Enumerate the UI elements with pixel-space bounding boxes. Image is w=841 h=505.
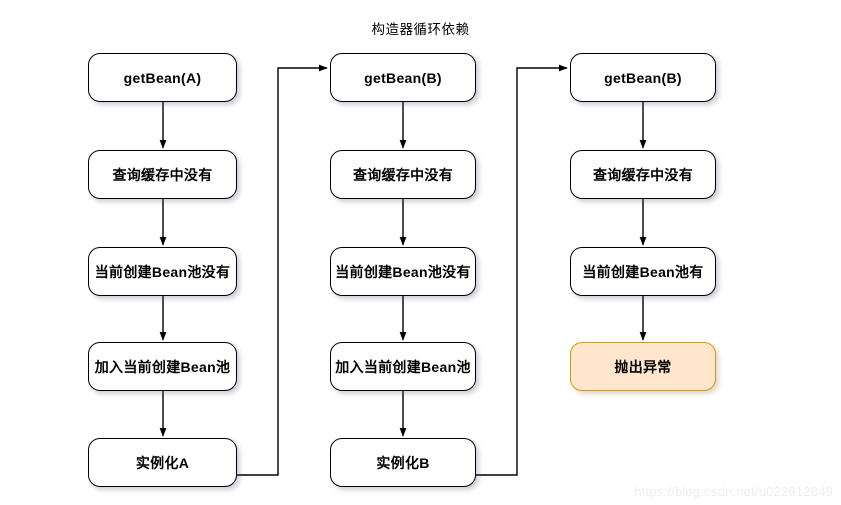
flow-node-label: 查询缓存中没有 <box>112 166 213 183</box>
flow-node-label: 当前创建Bean池有 <box>582 263 704 280</box>
flow-node-a3[interactable]: 当前创建Bean池没有 <box>88 247 237 296</box>
flow-node-c4[interactable]: 抛出异常 <box>570 342 716 391</box>
flow-node-label: 当前创建Bean池没有 <box>335 263 471 280</box>
flow-node-a5[interactable]: 实例化A <box>88 438 237 487</box>
flow-node-c1[interactable]: getBean(B) <box>570 53 716 102</box>
diagram-title: 构造器循环依赖 <box>371 22 470 37</box>
connector-e-b5-c1 <box>476 64 568 476</box>
flow-node-b4[interactable]: 加入当前创建Bean池 <box>330 342 476 391</box>
flow-node-a2[interactable]: 查询缓存中没有 <box>88 150 237 199</box>
flow-node-label: 实例化A <box>135 454 190 471</box>
watermark-text: https://blog.csdn.net/u022812849 <box>634 484 833 499</box>
flow-node-label: getBean(A) <box>123 69 202 86</box>
flow-node-b3[interactable]: 当前创建Bean池没有 <box>330 247 476 296</box>
flow-node-label: 查询缓存中没有 <box>352 166 454 183</box>
flow-node-a1[interactable]: getBean(A) <box>88 53 237 102</box>
flow-node-label: 加入当前创建Bean池 <box>335 358 471 375</box>
connector-e-a5-b1 <box>237 64 328 476</box>
flow-node-label: 查询缓存中没有 <box>592 166 694 183</box>
flow-node-label: getBean(B) <box>364 69 442 86</box>
flow-node-b5[interactable]: 实例化B <box>330 438 476 487</box>
flow-node-label: getBean(B) <box>604 69 682 86</box>
flow-node-c3[interactable]: 当前创建Bean池有 <box>570 247 716 296</box>
flow-node-c2[interactable]: 查询缓存中没有 <box>570 150 716 199</box>
flow-node-a4[interactable]: 加入当前创建Bean池 <box>88 342 237 391</box>
flow-node-label: 抛出异常 <box>614 358 672 375</box>
flow-node-label: 加入当前创建Bean池 <box>94 358 231 375</box>
flow-node-b1[interactable]: getBean(B) <box>330 53 476 102</box>
flow-node-label: 实例化B <box>376 454 430 471</box>
flow-node-label: 当前创建Bean池没有 <box>94 263 231 280</box>
flow-node-b2[interactable]: 查询缓存中没有 <box>330 150 476 199</box>
